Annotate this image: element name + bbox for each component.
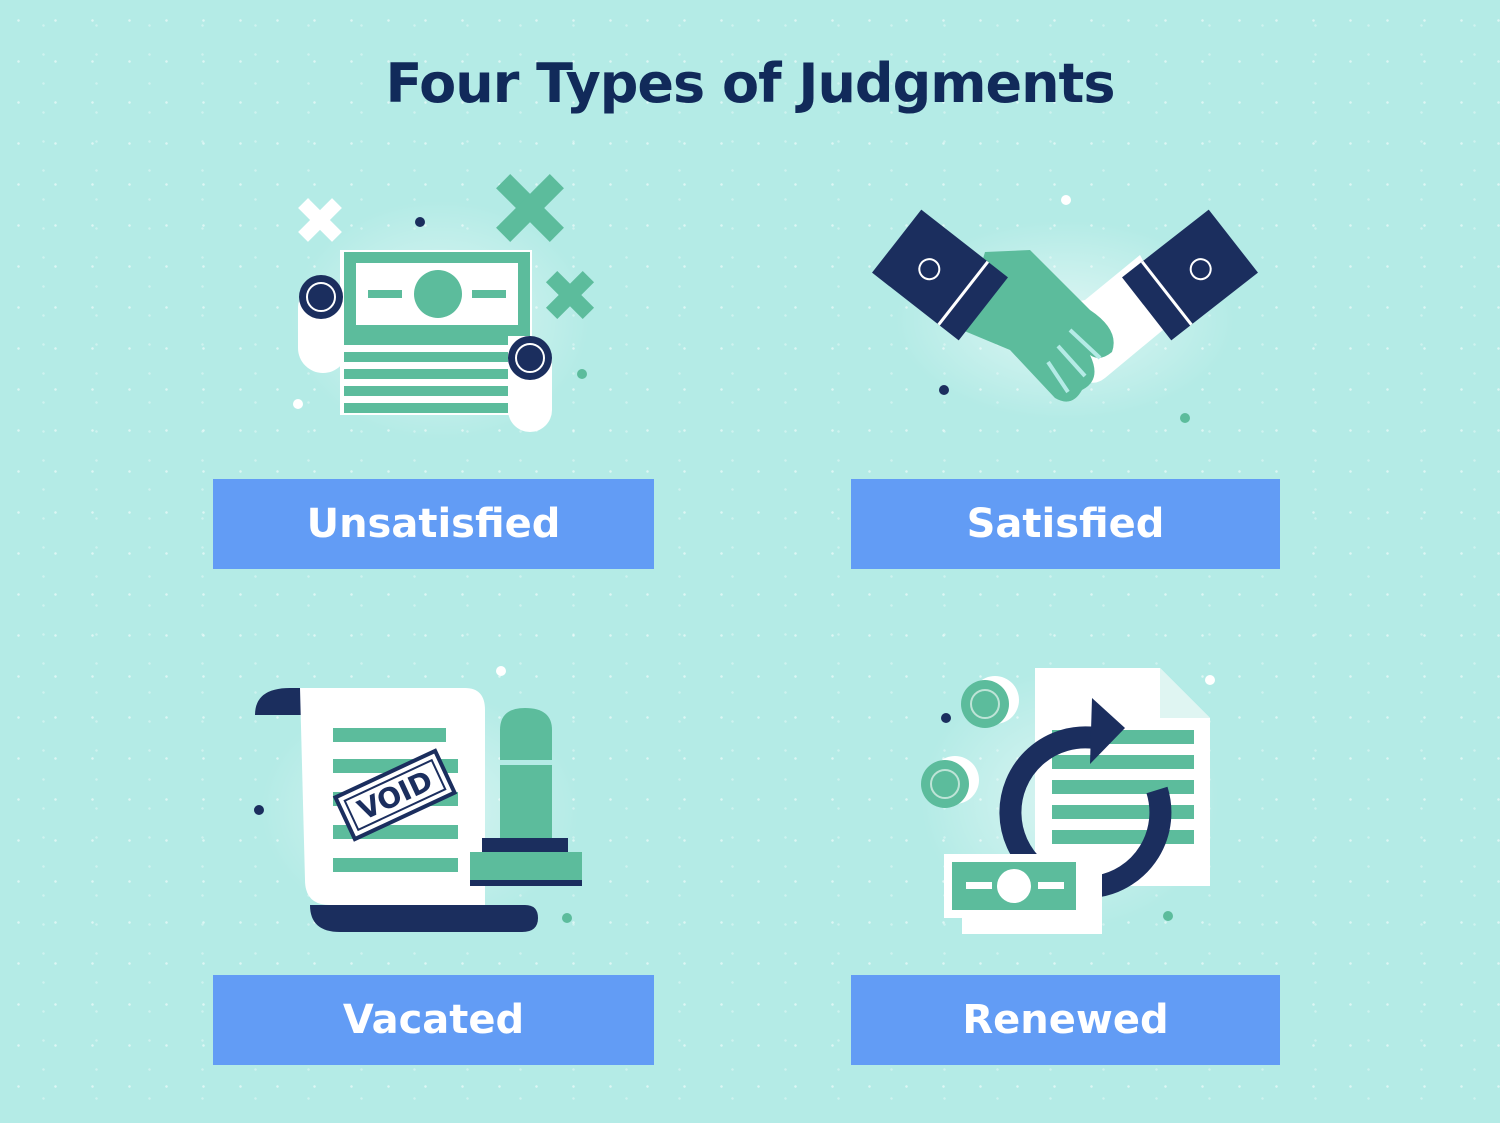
unpaid-money-document-icon (290, 174, 595, 440)
renewal-document-money-icon (920, 668, 1220, 934)
page-title: Four Types of Judgments (385, 52, 1115, 115)
label-unsatisfied: Unsatisfied (213, 479, 654, 569)
label-vacated: Vacated (213, 975, 654, 1065)
label-satisfied: Satisfied (851, 479, 1280, 569)
void-document-stamp-icon: VOID (254, 666, 582, 932)
label-renewed: Renewed (851, 975, 1280, 1065)
handshake-icon (872, 195, 1258, 423)
